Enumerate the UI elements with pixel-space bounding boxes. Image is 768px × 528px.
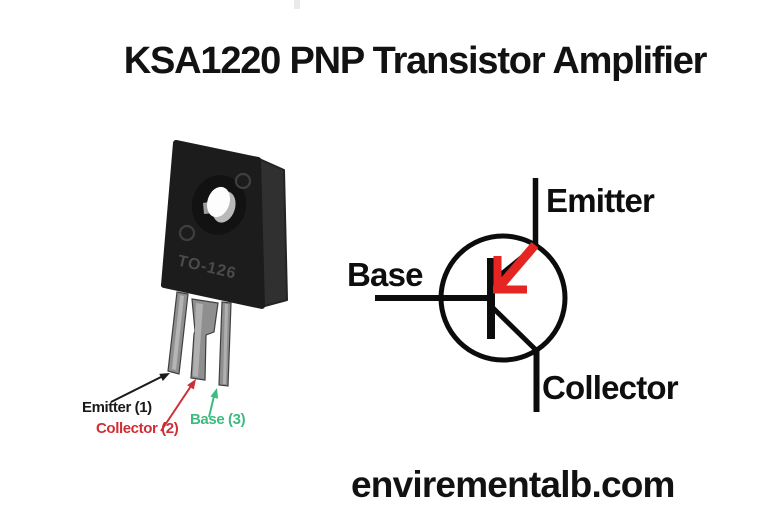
pnp-arrow bbox=[493, 242, 539, 294]
symbol-label-collector: Collector bbox=[542, 369, 679, 406]
scan-artifact bbox=[294, 0, 300, 9]
package-legs bbox=[167, 291, 232, 387]
screw-ring-bottom bbox=[178, 224, 196, 242]
leg-base-highlight bbox=[223, 304, 228, 384]
watermark-text: envirementalb.com bbox=[351, 464, 675, 505]
emitter-arrow-line bbox=[110, 375, 164, 403]
pnp-symbol bbox=[375, 178, 568, 412]
pin-label-collector: Collector (2) bbox=[96, 420, 179, 437]
transistor-package-illustration: TO-126 bbox=[110, 140, 288, 432]
pnp-arrow-shaft bbox=[496, 242, 539, 289]
pin-label-base: Base (3) bbox=[190, 411, 246, 428]
symbol-label-emitter: Emitter bbox=[546, 182, 655, 219]
leg-emitter-highlight bbox=[172, 295, 184, 370]
leg-collector-highlight bbox=[193, 303, 203, 377]
emitter-arrow-head bbox=[159, 373, 170, 382]
page-title: KSA1220 PNP Transistor Amplifier bbox=[123, 40, 708, 82]
base-bar bbox=[487, 258, 495, 339]
symbol-label-base: Base bbox=[347, 256, 424, 293]
collector-diagonal-line bbox=[489, 304, 540, 354]
package-body: TO-126 bbox=[161, 140, 288, 309]
mounting-hole bbox=[206, 186, 231, 218]
collector-arrow-line bbox=[160, 385, 192, 432]
base-arrow-head bbox=[210, 388, 219, 399]
pin-label-emitter: Emitter (1) bbox=[82, 399, 152, 416]
screw-ring-top bbox=[234, 172, 252, 190]
base-arrow-line bbox=[208, 395, 215, 418]
collector-arrow-head bbox=[187, 379, 196, 390]
pin-pointer-arrows bbox=[110, 373, 219, 432]
